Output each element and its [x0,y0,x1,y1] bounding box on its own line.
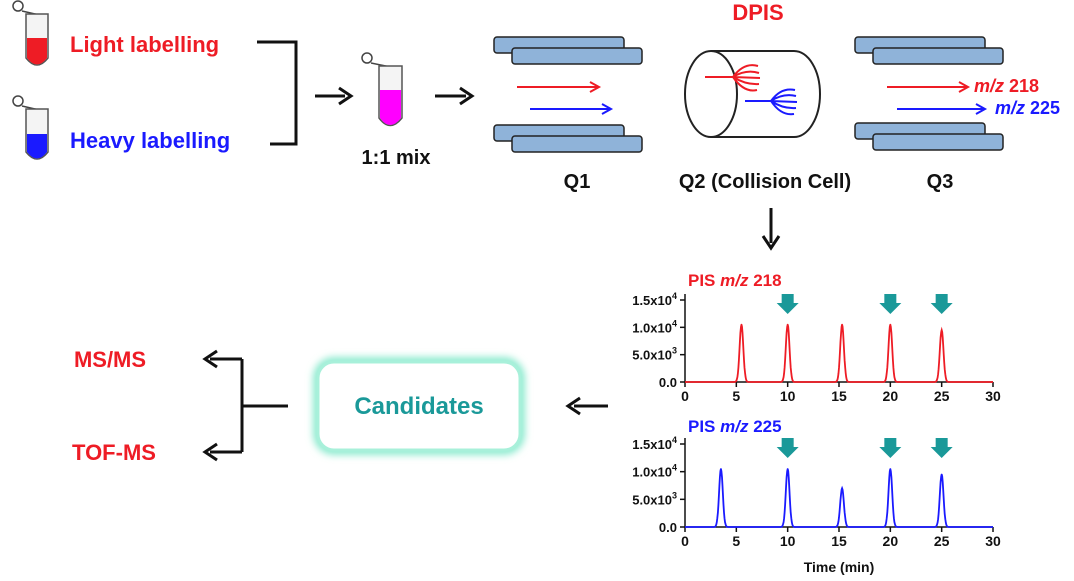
y-tick-label: 1.0x104 [632,318,677,335]
candidates-box [313,357,525,455]
x-tick-label: 10 [780,388,796,404]
chart-title: PIS m/z 225 [688,417,782,436]
x-tick-label: 0 [681,533,689,549]
y-tick-label: 1.0x104 [632,463,677,480]
arrow-icon [761,208,781,251]
heavy-sample-test-tube-icon [12,95,49,160]
y-tick-label: 1.5x104 [632,291,677,308]
down-arrow-marker-icon [879,294,902,314]
q2-collision-cell [684,50,821,138]
merge-bracket [257,40,298,146]
peak-point [841,323,843,326]
down-arrow-marker-icon [930,294,953,314]
mz-225-label: m/z 225 [995,98,1060,118]
y-tick-label: 0.0 [659,520,677,535]
y-tick-label: 5.0x103 [632,490,677,507]
down-arrow-marker-icon [879,438,902,458]
split-connector [202,349,288,462]
x-tick-label: 20 [883,388,899,404]
x-axis-label: Time (min) [804,559,875,575]
x-tick-label: 30 [985,388,1001,404]
heavy-labelling-label: Heavy labelling [70,128,230,153]
peak-point [889,323,892,326]
q2-label: Q2 (Collision Cell) [679,171,851,193]
y-tick-label: 5.0x103 [632,346,677,363]
q3-label: Q3 [927,171,954,193]
peak-point [740,323,743,326]
tofms-label: TOF-MS [72,440,156,465]
x-tick-label: 25 [934,388,950,404]
light-labelling-label: Light labelling [70,32,219,57]
x-tick-label: 25 [934,533,950,549]
series-line [685,324,993,383]
arrow-icon [315,86,354,106]
peak-point [786,468,789,470]
x-tick-label: 5 [732,388,740,404]
peak-point [786,323,789,326]
x-tick-label: 15 [831,533,847,549]
q3-quadrupole [854,36,1004,151]
diagram-title: DPIS [732,0,783,25]
candidates-label: Candidates [354,393,483,420]
y-tick-label: 0.0 [659,375,677,390]
down-arrow-marker-icon [930,438,953,458]
x-tick-label: 30 [985,533,1001,549]
y-tick-label: 1.5x104 [632,435,677,452]
down-arrow-marker-icon [776,294,799,314]
mix-label: 1:1 mix [362,147,431,169]
mz-218-label: m/z 218 [974,76,1039,96]
peak-point [940,473,943,476]
x-tick-label: 0 [681,388,689,404]
x-tick-label: 5 [732,533,740,549]
pis-218-chart: PIS m/z 218 0 5 10 15 20 25 30 0.0 5.0x103 1.0x104… [632,271,1001,404]
mix-test-tube-icon [361,52,403,127]
peak-point [841,487,843,490]
msms-label: MS/MS [74,347,146,372]
q1-quadrupole [493,36,643,153]
q1-label: Q1 [564,171,591,193]
down-arrow-marker-icon [776,438,799,458]
peak-point [940,329,943,331]
peak-point [720,468,722,470]
arrow-icon [565,396,608,416]
x-tick-label: 15 [831,388,847,404]
pis-225-chart: PIS m/z 225 0 5 10 15 20 25 30 0.0 5.0x103 1.0x104… [632,417,1001,575]
x-tick-label: 10 [780,533,796,549]
arrow-icon [435,86,475,106]
light-sample-test-tube-icon [12,0,49,66]
series-line [685,468,993,528]
peak-point [889,468,892,470]
chart-title: PIS m/z 218 [688,271,782,290]
x-tick-label: 20 [883,533,899,549]
